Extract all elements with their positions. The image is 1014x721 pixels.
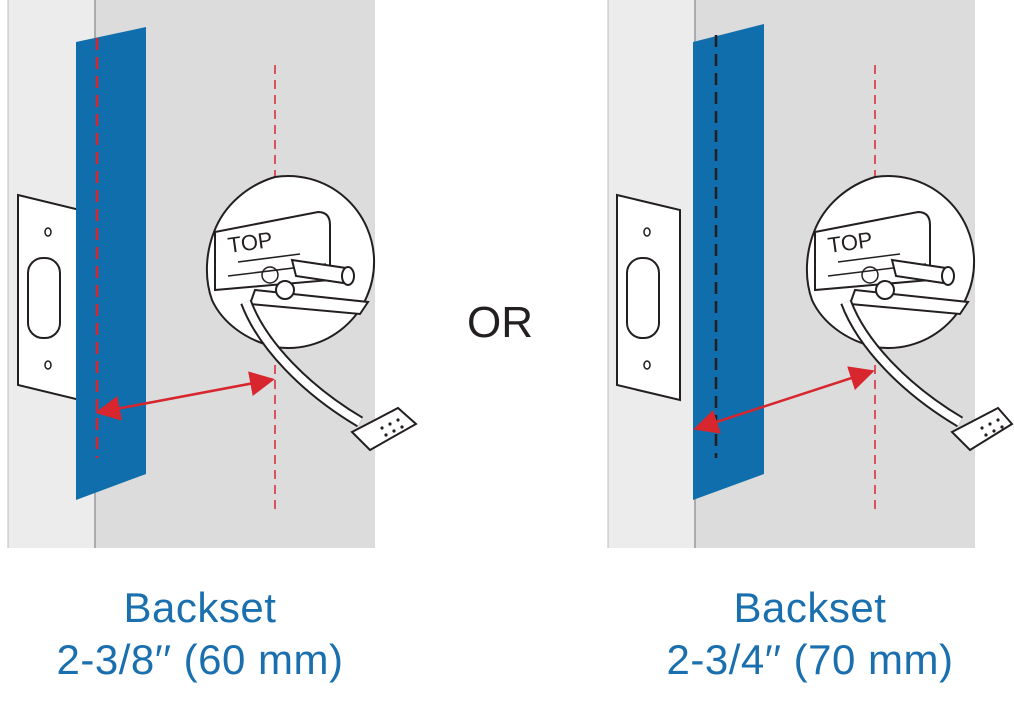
strike-plate [616, 193, 681, 402]
bore-hole [805, 175, 1014, 452]
caption-left: Backset 2-3/8′′ (60 mm) [0, 582, 420, 686]
caption-right: Backset 2-3/4′′ (70 mm) [590, 582, 1014, 686]
top-label: TOP [826, 227, 874, 258]
panel-right: TOP [607, 0, 1014, 548]
caption-title: Backset [733, 584, 887, 631]
caption-measurement: 2-3/4′′ (70 mm) [666, 636, 954, 683]
backset-arrow [693, 366, 875, 434]
caption-title: Backset [123, 584, 277, 631]
template-tape [76, 27, 146, 500]
caption-measurement: 2-3/8′′ (60 mm) [56, 636, 344, 683]
top-label: TOP [226, 227, 274, 258]
bore-hole [205, 175, 418, 452]
panel-left: TOP [7, 0, 418, 548]
template-tape [693, 24, 764, 500]
or-separator: OR [467, 298, 533, 347]
backset-arrow [95, 371, 275, 421]
strike-plate [17, 193, 81, 402]
